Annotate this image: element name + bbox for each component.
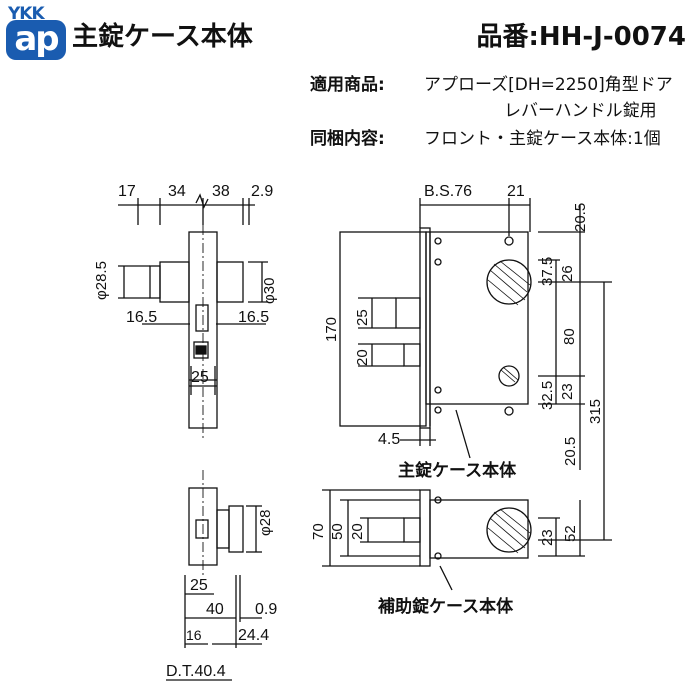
logo-ykk-text: YKK: [8, 4, 45, 24]
dim-20: 20: [354, 349, 371, 366]
dim-50: 50: [329, 523, 346, 540]
dim-23-lower: 23: [539, 529, 556, 546]
dim-170: 170: [323, 317, 340, 342]
dim-38: 38: [212, 183, 230, 200]
dim-25-lower: 25: [190, 577, 208, 594]
dim-dia-30: φ30: [261, 278, 278, 304]
applicable-line1: アプローズ[DH=2250]角型ドア: [424, 75, 673, 95]
dim-37-5: 37.5: [539, 257, 556, 286]
aux-case-label: 補助錠ケース本体: [377, 596, 514, 616]
dim-32-5: 32.5: [539, 381, 556, 410]
dim-23-upper: 23: [559, 383, 576, 400]
dim-25-upper: 25: [191, 369, 209, 386]
dim-2-9: 2.9: [251, 183, 273, 200]
contents-label: 同梱内容:: [310, 129, 385, 149]
dim-dia-28-5: φ28.5: [93, 261, 110, 300]
dim-52: 52: [562, 525, 579, 542]
dim-20-aux: 20: [349, 523, 366, 540]
page-title: 主錠ケース本体: [72, 22, 253, 52]
dim-16-5-left: 16.5: [126, 309, 157, 326]
dim-24-4: 24.4: [238, 627, 269, 644]
dim-dia-28: φ28: [257, 510, 274, 536]
dim-21: 21: [507, 183, 525, 200]
dim-26: 26: [559, 265, 576, 282]
contents-value: フロント・主錠ケース本体:1個: [424, 129, 661, 149]
dim-40: 40: [206, 601, 224, 618]
dim-80: 80: [561, 328, 578, 345]
dim-315: 315: [587, 399, 604, 424]
applicable-line2: レバーハンドル錠用: [504, 101, 657, 121]
dim-bs-76: B.S.76: [424, 183, 472, 200]
applicable-label: 適用商品:: [310, 75, 385, 95]
dim-16: 16: [186, 627, 202, 643]
dim-0-9: 0.9: [255, 601, 277, 618]
dim-4-5: 4.5: [378, 431, 400, 448]
dim-17: 17: [118, 183, 136, 200]
dim-34: 34: [168, 183, 186, 200]
logo-ap-text: ap: [6, 20, 66, 60]
part-number: 品番:HH-J-0074: [476, 22, 686, 52]
dim-25: 25: [354, 309, 371, 326]
dim-20-5-bottom: 20.5: [562, 437, 579, 466]
dim-dt-40-4: D.T.40.4: [166, 663, 226, 680]
dim-16-5-right: 16.5: [238, 309, 269, 326]
main-case-label: 主錠ケース本体: [398, 460, 517, 480]
dim-70: 70: [310, 523, 327, 540]
ykk-ap-logo: YKK ap: [6, 4, 68, 62]
dim-20-5-top: 20.5: [572, 203, 589, 232]
